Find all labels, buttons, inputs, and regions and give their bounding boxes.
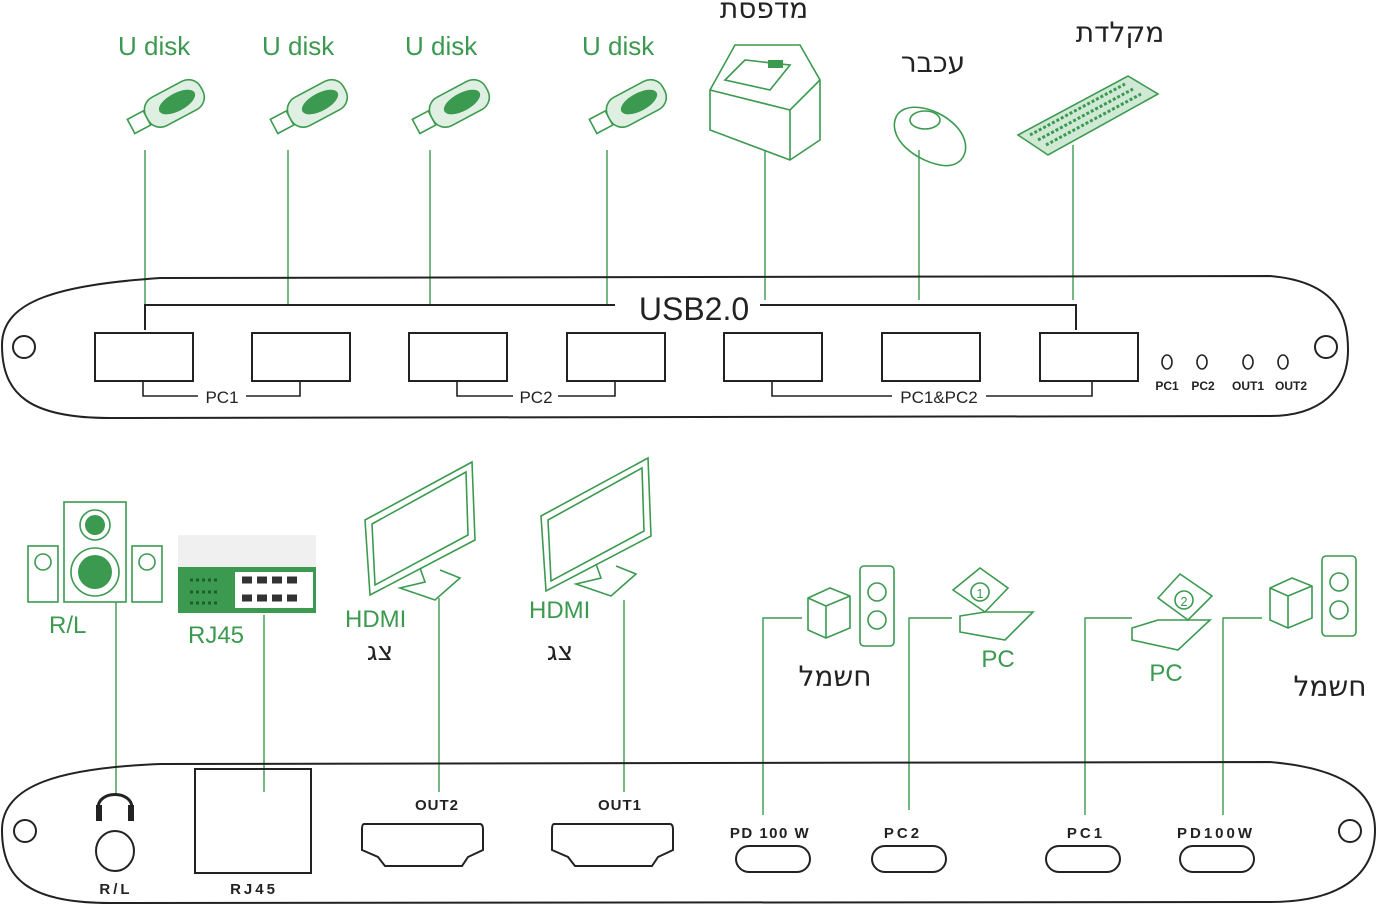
laptop-icon: 1	[951, 566, 1035, 641]
port-label-out1: OUT1	[598, 797, 642, 814]
pc1-badge: 2	[1180, 594, 1187, 609]
group-label-pc1: PC1	[205, 388, 238, 407]
port-label-rl: R/L	[99, 881, 132, 898]
hdmi-port-out2	[361, 823, 484, 867]
mount-hole	[1338, 819, 1362, 843]
usb-port	[408, 332, 508, 382]
usb-port	[723, 332, 823, 382]
udisk-label-3: U disk	[405, 31, 478, 61]
led-out2	[1277, 354, 1289, 370]
group-label-pc2: PC2	[519, 388, 552, 407]
usb-port	[251, 332, 351, 382]
mount-hole	[12, 335, 36, 359]
monitor-icon	[364, 460, 476, 601]
network-switch-icon	[178, 535, 316, 613]
mount-hole	[1314, 335, 1338, 359]
group-label-shared: PC1&PC2	[900, 388, 977, 407]
usb-ports	[94, 332, 1139, 382]
front-panel: USB2.0 PC1 PC2 PC1&PC2 PC1 PC2 OUT1 OUT2	[0, 274, 1350, 420]
led-label: OUT1	[1232, 379, 1264, 393]
speakers-icon	[27, 501, 163, 603]
udisk-label-4: U disk	[582, 31, 655, 61]
usb-connection-lines	[144, 145, 1074, 305]
audio-port	[95, 830, 135, 872]
port-label-pd-left: PD 100 W	[730, 825, 810, 842]
power-right-label: חשמל	[1293, 670, 1366, 703]
printer-icon	[709, 44, 821, 161]
port-label-out2: OUT2	[415, 797, 459, 814]
headphone-icon	[96, 793, 134, 821]
status-leds: PC1 PC2 OUT1 OUT2	[1155, 354, 1307, 393]
port-label-rj45: RJ45	[230, 881, 278, 898]
power-left-label: חשמל	[798, 660, 871, 693]
printer-label: מדפסת	[720, 0, 808, 25]
udisk-label-1: U disk	[118, 31, 191, 61]
usb-drive-icon	[265, 73, 354, 142]
usb-port	[94, 332, 194, 382]
mouse-label: עכבר	[901, 46, 965, 79]
monitor2-label: צג	[367, 637, 393, 667]
monitor-icon	[540, 457, 652, 597]
mount-hole	[13, 819, 37, 843]
led-pc2	[1196, 354, 1208, 370]
usb-drive-icon	[407, 73, 496, 142]
usbc-port-pc1	[1045, 845, 1121, 873]
monitor1-type: HDMI	[529, 597, 590, 624]
port-label-pc2: PC2	[884, 825, 922, 842]
laptop-icon: 2	[1131, 572, 1214, 651]
usb-label: USB2.0	[639, 291, 749, 327]
usb-port	[881, 332, 981, 382]
monitor1-label: צג	[547, 637, 573, 667]
usb-drive-icon	[584, 73, 673, 142]
monitor2-type: HDMI	[345, 606, 406, 633]
led-label: PC2	[1191, 379, 1215, 393]
switch-label: RJ45	[188, 622, 244, 649]
udisk-group: U disk U disk U disk U disk	[118, 31, 655, 61]
usbc-port-pc2	[871, 845, 947, 873]
rj45-port	[194, 768, 312, 874]
usbc-port-pd-right	[1179, 845, 1255, 873]
power-adapter-icon	[807, 565, 895, 647]
usb-port	[1039, 332, 1139, 382]
rear-panel: R/L RJ45 OUT2 OUT1 PD 100 W PC2 PC1 PD10…	[0, 760, 1377, 905]
power-adapter-icon	[1269, 555, 1357, 637]
led-label: PC1	[1155, 379, 1179, 393]
pc2-badge: 1	[976, 586, 983, 601]
led-label: OUT2	[1275, 379, 1307, 393]
mouse-icon	[893, 106, 967, 167]
keyboard-icon	[1016, 75, 1160, 156]
port-label-pc1: PC1	[1067, 825, 1105, 842]
udisk-label-2: U disk	[262, 31, 335, 61]
usb-drive-icon	[126, 78, 206, 135]
usb-port	[566, 332, 666, 382]
usbc-port-pd-left	[735, 845, 811, 873]
port-label-pd-right: PD100W	[1177, 825, 1255, 842]
keyboard-label: מקלדת	[1076, 16, 1164, 49]
led-pc1	[1161, 354, 1173, 370]
pc2-label: PC	[981, 646, 1014, 673]
hdmi-port-out1	[551, 823, 674, 867]
speakers-label: R/L	[49, 612, 86, 639]
rear-connection-lines	[115, 598, 1262, 815]
led-out1	[1242, 354, 1254, 370]
pc1-label: PC	[1149, 660, 1182, 687]
